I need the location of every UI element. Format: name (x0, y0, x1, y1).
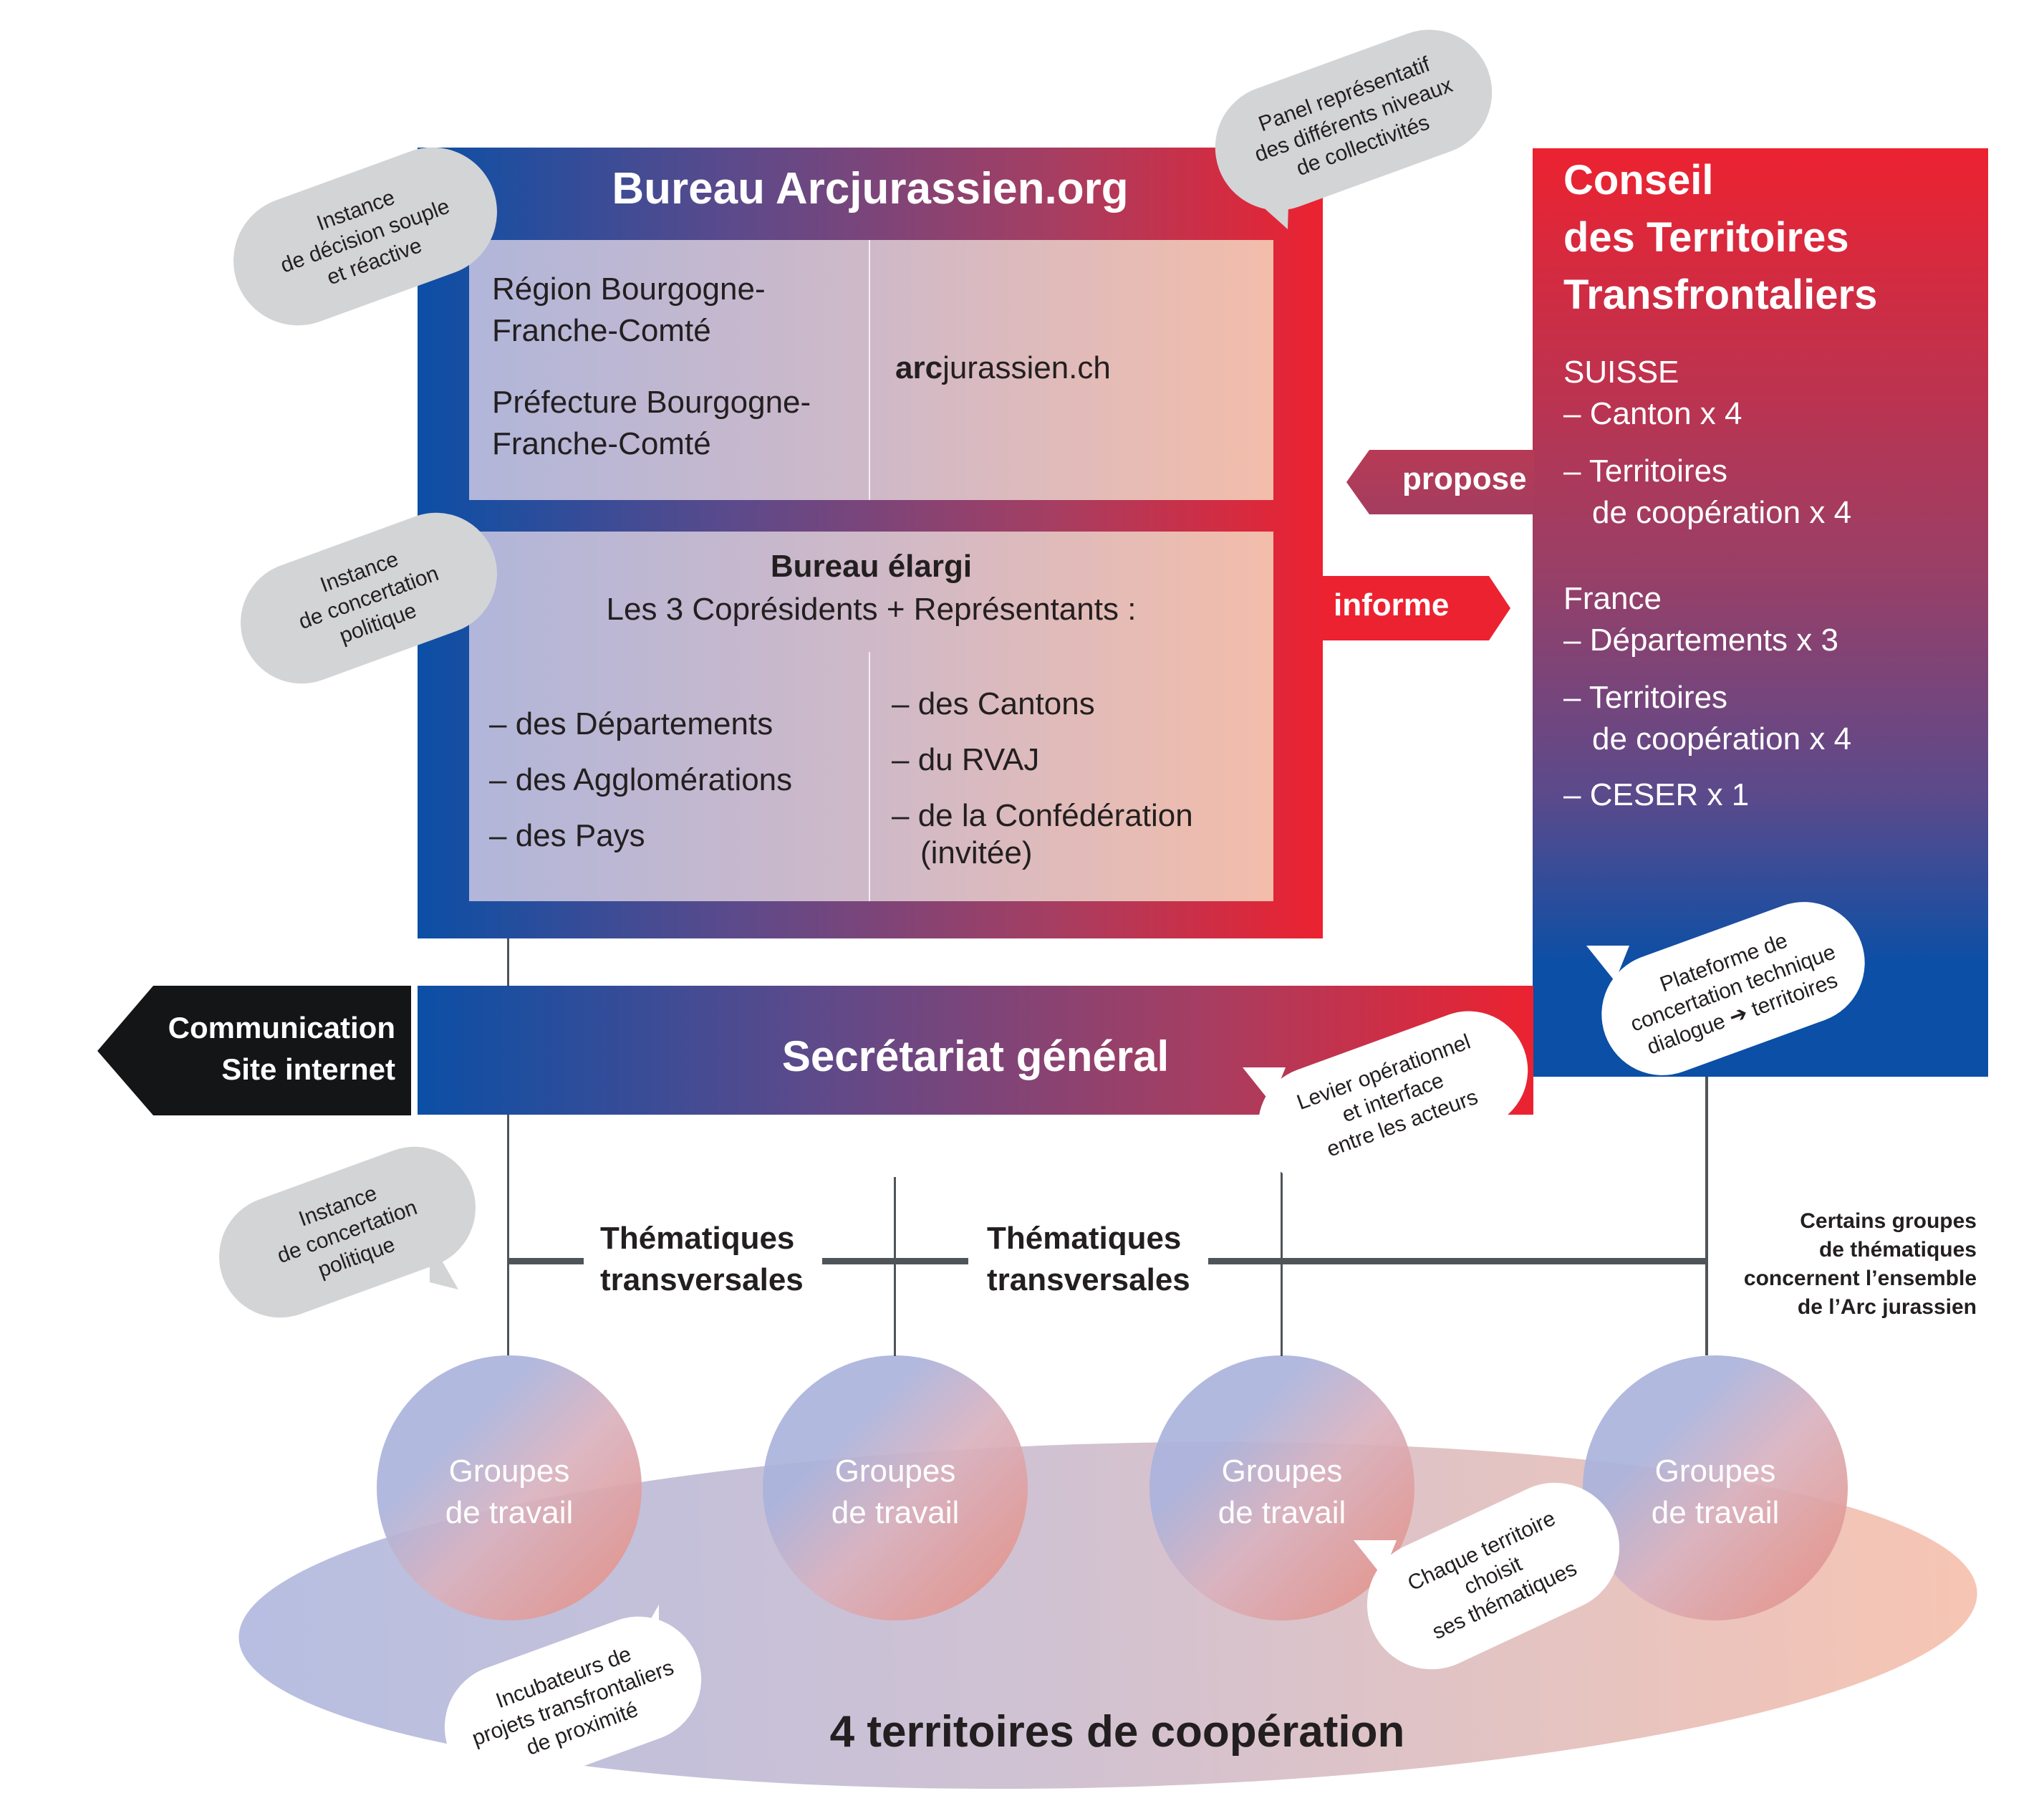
elargi-left-list: – des Départements – des Agglomérations … (489, 696, 792, 864)
connector-line (894, 1177, 896, 1356)
member-rest-part: jurassien.ch (943, 350, 1111, 385)
member-line: Franche-Comté (492, 426, 711, 461)
thematiques-line: Thématiques (987, 1221, 1182, 1256)
informe-arrow (1323, 576, 1510, 640)
group-label-line: de travail (445, 1495, 574, 1530)
elargi-item: – du RVAJ (892, 742, 1040, 777)
bureau-title: Bureau Arcjurassien.org (612, 164, 1129, 213)
bureau-elargi-subtitle: Les 3 Coprésidents + Représentants : (606, 592, 1137, 627)
right-note-line: de thématiques (1818, 1238, 1977, 1262)
bureau-elargi-title: Bureau élargi (770, 549, 973, 584)
arrow-right-icon: ➔ (1725, 1001, 1751, 1030)
elargi-item: – des Départements (489, 706, 773, 741)
thematiques-line: Thématiques (600, 1221, 795, 1256)
elargi-item: – des Cantons (892, 686, 1095, 721)
bureau-members-panel: Région Bourgogne- Franche-Comté Préfectu… (469, 240, 1273, 500)
group-label-line: Groupes (1654, 1454, 1776, 1489)
conseil-title-line: Conseil (1563, 157, 1714, 203)
conseil-title: Conseil des Territoires Transfrontaliers (1563, 152, 1877, 324)
group-label-line: de travail (831, 1495, 960, 1530)
group-label-line: Groupes (448, 1454, 570, 1489)
conseil-title-line: des Territoires (1563, 214, 1849, 261)
elargi-item: – des Pays (489, 818, 645, 853)
conseil-france-item: de coopération x 4 (1592, 721, 1852, 756)
bubble-text: Instance de concertation politique (264, 1168, 430, 1295)
informe-label: informe (1334, 587, 1450, 623)
communication-arrow[interactable] (96, 986, 411, 1116)
elargi-item: (invitée) (920, 835, 1033, 870)
panel-divider (869, 240, 870, 500)
group-label-line: de travail (1218, 1495, 1346, 1530)
bubble-body: Instance de concertation politique (202, 1129, 493, 1335)
territoires-label: 4 territoires de coopération (829, 1707, 1405, 1757)
member-line: Préfecture Bourgogne- (492, 385, 811, 420)
bubble-tail (1354, 1540, 1397, 1576)
group-circle-3[interactable] (1149, 1355, 1414, 1620)
elargi-item: – de la Confédération (892, 798, 1193, 833)
bureau-elargi-panel: Bureau élargi Les 3 Coprésidents + Repré… (469, 532, 1273, 901)
conseil-title-line: Transfrontaliers (1563, 272, 1878, 318)
connector-line (507, 1115, 509, 1355)
group-label-1: Groupes de travail (377, 1451, 642, 1534)
member-bold-part: arc (895, 350, 943, 385)
member-prefecture: Préfecture Bourgogne- Franche-Comté (492, 382, 811, 465)
bubble-concertation-2: Instance de concertation politique (202, 1129, 493, 1335)
right-note: Certains groupes de thématiques concerne… (1705, 1207, 1977, 1322)
panel-divider (869, 652, 870, 901)
conseil-suisse-item: de coopération x 4 (1592, 495, 1852, 530)
conseil-france-item: – Départements x 3 (1563, 623, 1838, 658)
bubble-tail (1243, 1067, 1286, 1103)
conseil-suisse-heading: SUISSE (1563, 355, 1679, 390)
arrow-left-shape (1346, 450, 1534, 514)
bubble-text: Panel représentatif des différents nivea… (1242, 46, 1466, 194)
elargi-right-list: – des Cantons – du RVAJ – de la Confédér… (892, 676, 1193, 874)
communication-line: Communication (168, 1011, 395, 1044)
connector-line (507, 938, 509, 986)
group-label-line: Groupes (1221, 1454, 1343, 1489)
connector-line (1705, 1077, 1708, 1355)
arrow-left-shape (97, 986, 411, 1115)
group-circle-4[interactable] (1583, 1355, 1848, 1620)
thematiques-label-1: Thématiques transversales (600, 1218, 804, 1301)
thematiques-line: transversales (987, 1262, 1190, 1297)
group-circle-1[interactable] (377, 1355, 642, 1620)
right-note-line: de l’Arc jurassien (1797, 1295, 1977, 1319)
member-line: Région Bourgogne- (492, 272, 766, 307)
propose-label: propose (1402, 461, 1527, 496)
group-label-2: Groupes de travail (763, 1451, 1028, 1534)
thematic-bar (1208, 1258, 1708, 1264)
bubble-tail (1586, 946, 1629, 981)
conseil-france-heading: France (1563, 581, 1662, 616)
elargi-item: – des Agglomérations (489, 762, 793, 797)
member-region: Région Bourgogne- Franche-Comté (492, 269, 766, 352)
thematiques-line: transversales (600, 1262, 804, 1297)
thematic-bar (822, 1258, 968, 1264)
communication-line: Site internet (221, 1052, 395, 1086)
member-line: Franche-Comté (492, 313, 711, 348)
right-note-line: Certains groupes (1800, 1209, 1977, 1233)
group-circle-2[interactable] (763, 1355, 1028, 1620)
propose-arrow (1346, 450, 1534, 514)
secretariat-label: Secrétariat général (781, 1032, 1170, 1080)
member-arcjurassien-ch: arcjurassien.ch (895, 347, 1111, 389)
arrow-right-shape (1323, 576, 1510, 640)
conseil-suisse-item: – Canton x 4 (1563, 396, 1742, 431)
right-note-line: concernent l’ensemble (1743, 1267, 1977, 1290)
bubble-tail (1232, 179, 1289, 229)
group-label-line: Groupes (834, 1454, 956, 1489)
bubble-tail (430, 1239, 458, 1289)
group-label-line: de travail (1651, 1495, 1780, 1530)
thematic-bar (508, 1258, 584, 1264)
communication-label[interactable]: Communication Site internet (143, 1007, 395, 1090)
group-label-4: Groupes de travail (1583, 1451, 1848, 1534)
bubble-tail (630, 1605, 659, 1655)
conseil-suisse-item: – Territoires (1563, 453, 1728, 489)
thematiques-label-2: Thématiques transversales (987, 1218, 1190, 1301)
conseil-france-item: – CESER x 1 (1563, 777, 1750, 812)
group-label-3: Groupes de travail (1149, 1451, 1414, 1534)
conseil-france-item: – Territoires (1563, 680, 1728, 715)
